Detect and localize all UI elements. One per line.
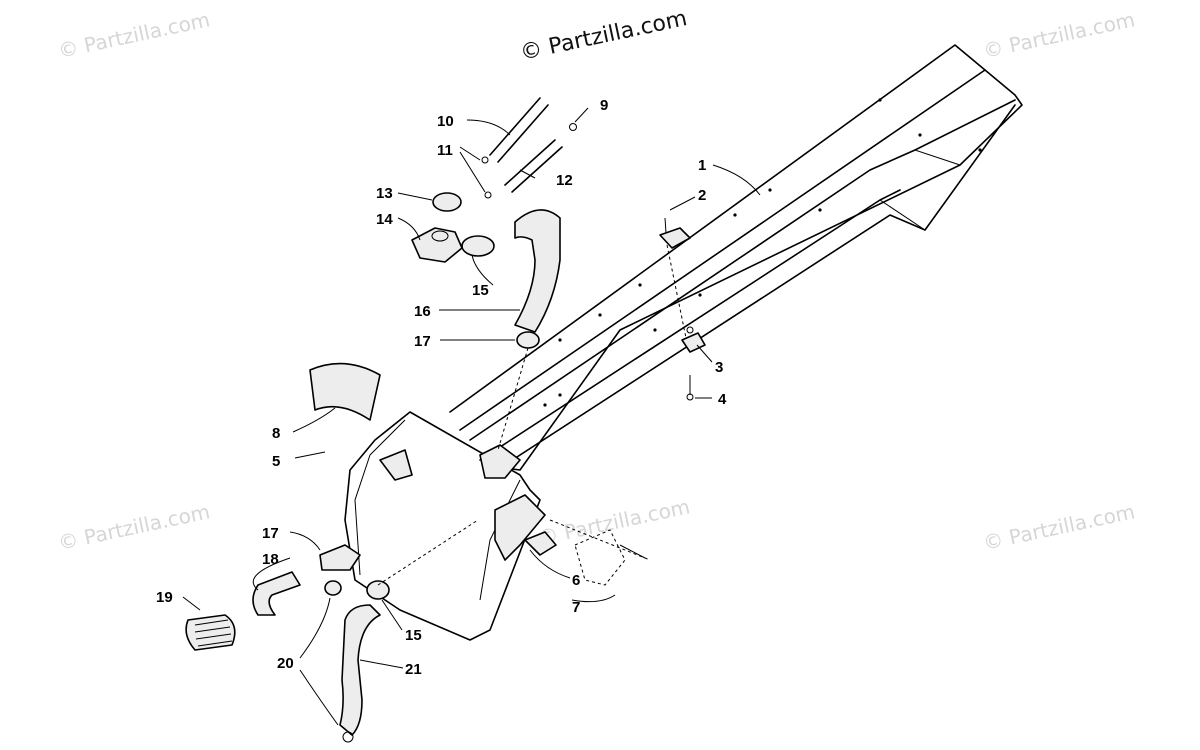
callout-13: 13 [376, 185, 393, 202]
callout-1: 1 [698, 157, 706, 174]
shield-7 [574, 529, 626, 586]
callout-5: 5 [272, 453, 280, 470]
filler-neck [411, 227, 463, 263]
rod-upper [489, 97, 541, 156]
bracket-upper [659, 227, 691, 249]
callout-2: 2 [698, 187, 706, 204]
watermark-top-left: © Partzilla.com [56, 7, 212, 63]
callout-19: 19 [156, 589, 173, 606]
callout-17-lower: 17 [262, 525, 279, 542]
leader-lines [182, 107, 761, 726]
callout-21: 21 [405, 661, 422, 678]
watermark-main: © Partzilla.com [518, 6, 689, 66]
nut-9 [569, 123, 577, 131]
callout-20: 20 [277, 655, 294, 672]
heat-shield [309, 362, 381, 421]
callout-7: 7 [572, 599, 580, 616]
callout-12: 12 [556, 172, 573, 189]
callout-4: 4 [718, 391, 727, 408]
callout-11: 11 [437, 142, 453, 159]
hose-clamp-17-lower [319, 544, 361, 571]
callout-3: 3 [715, 359, 723, 376]
callout-8: 8 [272, 425, 280, 442]
upper-hose [514, 209, 561, 333]
clamp-20 [324, 580, 342, 596]
callout-17-upper: 17 [414, 333, 431, 350]
radiator-cap [432, 192, 462, 212]
coolant-tank [344, 411, 546, 641]
hose-clamp-upper [461, 235, 495, 257]
callout-6: 6 [572, 572, 580, 589]
callout-15-lower: 15 [405, 627, 422, 644]
callout-9: 9 [600, 97, 608, 114]
gasket-6 [524, 531, 557, 556]
callout-18: 18 [262, 551, 279, 568]
callout-15-upper: 15 [472, 282, 489, 299]
callout-16: 16 [414, 303, 431, 320]
hose-clamp-lower [366, 580, 390, 600]
hose-elbow-18 [252, 571, 301, 616]
hose-clamp-mid [516, 331, 540, 349]
callout-10: 10 [437, 113, 454, 130]
watermark-mid-left: © Partzilla.com [56, 499, 212, 555]
watermark-mid-right: © Partzilla.com [981, 499, 1137, 555]
callout-14: 14 [376, 211, 393, 228]
watermark-center: © Partzilla.com [536, 494, 692, 550]
watermark-top-right: © Partzilla.com [981, 7, 1137, 63]
lower-hose-21 [339, 604, 381, 736]
sleeve-19 [185, 614, 236, 651]
rod-lower [504, 139, 556, 186]
